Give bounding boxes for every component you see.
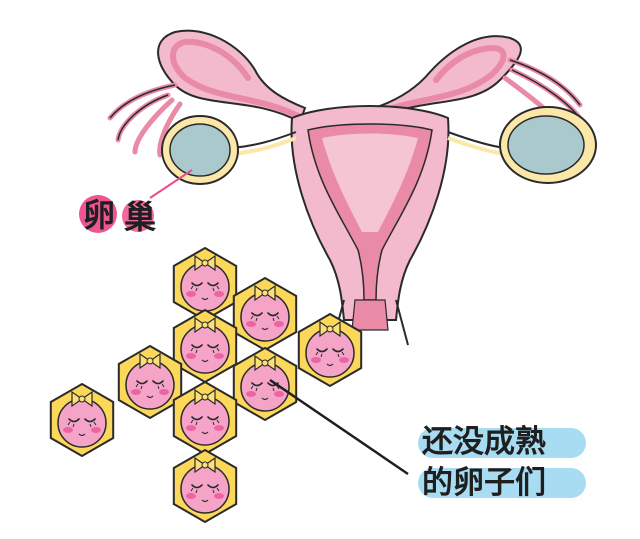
right-ovary [447,106,597,184]
egg-label-bubble-2 [418,468,586,498]
egg-pointer-line [269,378,409,476]
egg-cell-cluster [49,246,363,524]
ovary-label-char-2: 巢 [124,198,156,236]
left-tube-inner [170,38,301,119]
ovary-label-bubble [79,195,117,233]
egg-face [180,464,230,514]
closed-eyes-icon [191,282,219,287]
closed-eyes-icon [191,484,219,489]
egg-cell [297,312,363,388]
egg-cell [172,380,238,456]
closed-eyes-icon [191,416,219,421]
egg-face [57,398,107,448]
immature-eggs-label: 还没成熟 的卵子们 [269,378,586,501]
egg-face [180,262,230,312]
egg-cell [232,346,298,422]
egg-face [305,328,355,378]
closed-eyes-icon [191,344,219,349]
egg-label-line-1: 还没成熟 [422,424,546,460]
closed-eyes-icon [316,348,344,353]
egg-face [180,324,230,374]
egg-cell [117,344,183,420]
egg-label-line-2: 的卵子们 [422,465,546,501]
egg-face [180,396,230,446]
egg-cell [232,276,298,352]
ovary-label: 卵 巢 [79,169,193,236]
right-fallopian-tube [366,35,522,124]
closed-eyes-icon [251,312,279,317]
egg-label-bubble-1 [418,428,586,458]
ovary-label-char-1: 卵 [83,196,115,234]
egg-face [125,360,175,410]
ovary-pointer-line [149,169,193,199]
egg-cell [49,382,115,458]
egg-cell [172,448,238,524]
egg-face [240,292,290,342]
closed-eyes-icon [68,418,96,423]
egg-cell [172,308,238,384]
left-ovary [161,115,297,185]
left-fallopian-tube [157,29,307,124]
closed-eyes-icon [136,380,164,385]
